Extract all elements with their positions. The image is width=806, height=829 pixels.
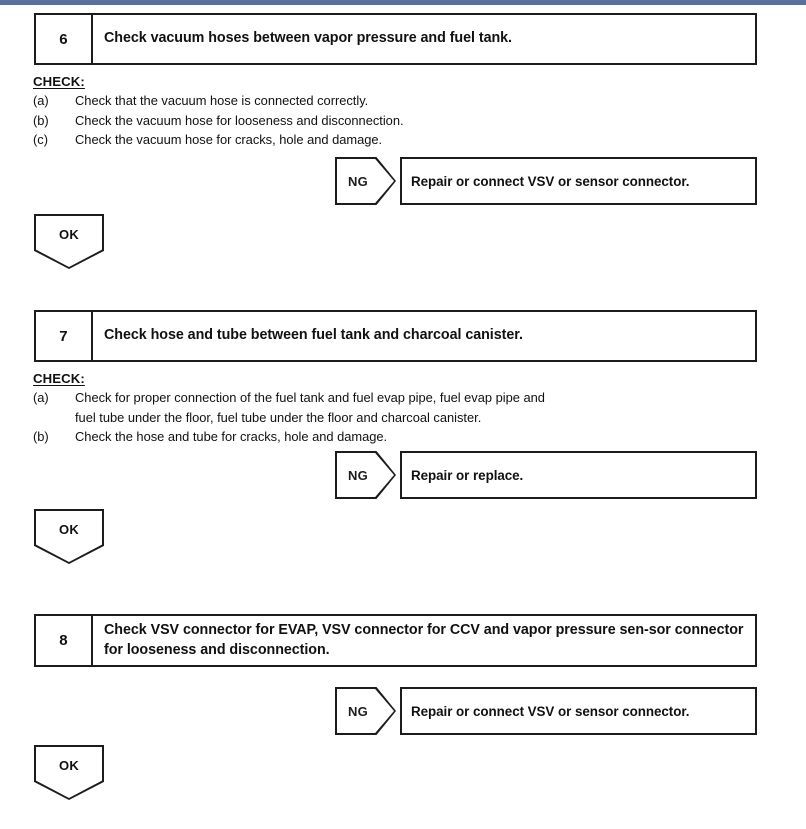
step-title-6: Check vacuum hoses between vapor pressur… — [104, 30, 512, 47]
check-label-6: CHECK: — [33, 74, 85, 89]
step-header-box-8[interactable]: 8 Check VSV connector for EVAP, VSV conn… — [34, 614, 757, 667]
step-number-8: 8 — [36, 616, 93, 665]
check-item: (b) Check the vacuum hose for looseness … — [33, 111, 404, 131]
check-text: Check the vacuum hose for looseness and … — [75, 112, 404, 128]
check-marker: (c) — [33, 132, 48, 148]
ng-tag-6: NG — [335, 157, 396, 205]
check-text-line-2: fuel tube under the floor, fuel tube und… — [75, 409, 482, 425]
check-marker: (a) — [33, 390, 49, 405]
step-group-7: 7 Check hose and tube between fuel tank … — [0, 297, 806, 587]
ng-tag-7: NG — [335, 451, 396, 499]
ok-tag-8: OK — [34, 745, 104, 800]
step-group-8: 8 Check VSV connector for EVAP, VSV conn… — [0, 601, 806, 829]
ng-result-box-7[interactable]: Repair or replace. — [400, 451, 757, 499]
step-group-6: 6 Check vacuum hoses between vapor press… — [0, 0, 806, 290]
scan-edge-strip — [0, 0, 806, 5]
check-item: (b) Check the hose and tube for cracks, … — [33, 427, 545, 447]
ng-branch-8: NG Repair or connect VSV or sensor conne… — [335, 687, 757, 735]
ng-branch-7: NG Repair or replace. — [335, 451, 757, 499]
ng-result-box-8[interactable]: Repair or connect VSV or sensor connecto… — [400, 687, 757, 735]
step-header-box-7[interactable]: 7 Check hose and tube between fuel tank … — [34, 310, 757, 362]
step-number-7: 7 — [36, 312, 93, 360]
ok-label: OK — [59, 522, 79, 537]
ng-label: NG — [348, 703, 368, 719]
ng-tag-8: NG — [335, 687, 396, 735]
check-text-line-1: Check for proper connection of the fuel … — [75, 390, 545, 405]
check-text: Check for proper connection of the fuel … — [75, 388, 545, 427]
check-block-6: CHECK: (a) Check that the vacuum hose is… — [33, 74, 404, 150]
ng-branch-6: NG Repair or connect VSV or sensor conne… — [335, 157, 757, 205]
check-text: Check the hose and tube for cracks, hole… — [75, 429, 388, 445]
step-title-8: Check VSV connector for EVAP, VSV connec… — [104, 622, 744, 658]
check-marker: (a) — [33, 93, 49, 108]
check-label-7: CHECK: — [33, 371, 85, 386]
ng-label: NG — [348, 467, 368, 483]
ng-result-box-6[interactable]: Repair or connect VSV or sensor connecto… — [400, 157, 757, 205]
check-marker: (b) — [33, 112, 49, 128]
ok-tag-6: OK — [34, 214, 104, 269]
check-item: (a) Check for proper connection of the f… — [33, 388, 545, 427]
ok-tag-7: OK — [34, 509, 104, 564]
check-text: Check the vacuum hose for cracks, hole a… — [75, 132, 383, 148]
check-item: (c) Check the vacuum hose for cracks, ho… — [33, 130, 404, 150]
ok-label: OK — [59, 758, 79, 773]
check-marker: (b) — [33, 429, 49, 445]
check-text: Check that the vacuum hose is connected … — [75, 93, 369, 108]
ok-label: OK — [59, 227, 79, 242]
ng-label: NG — [348, 173, 368, 189]
step-number-6: 6 — [36, 15, 93, 63]
step-header-box-6[interactable]: 6 Check vacuum hoses between vapor press… — [34, 13, 757, 65]
step-title-7: Check hose and tube between fuel tank an… — [104, 327, 523, 344]
check-item: (a) Check that the vacuum hose is connec… — [33, 91, 404, 111]
check-block-7: CHECK: (a) Check for proper connection o… — [33, 371, 545, 447]
